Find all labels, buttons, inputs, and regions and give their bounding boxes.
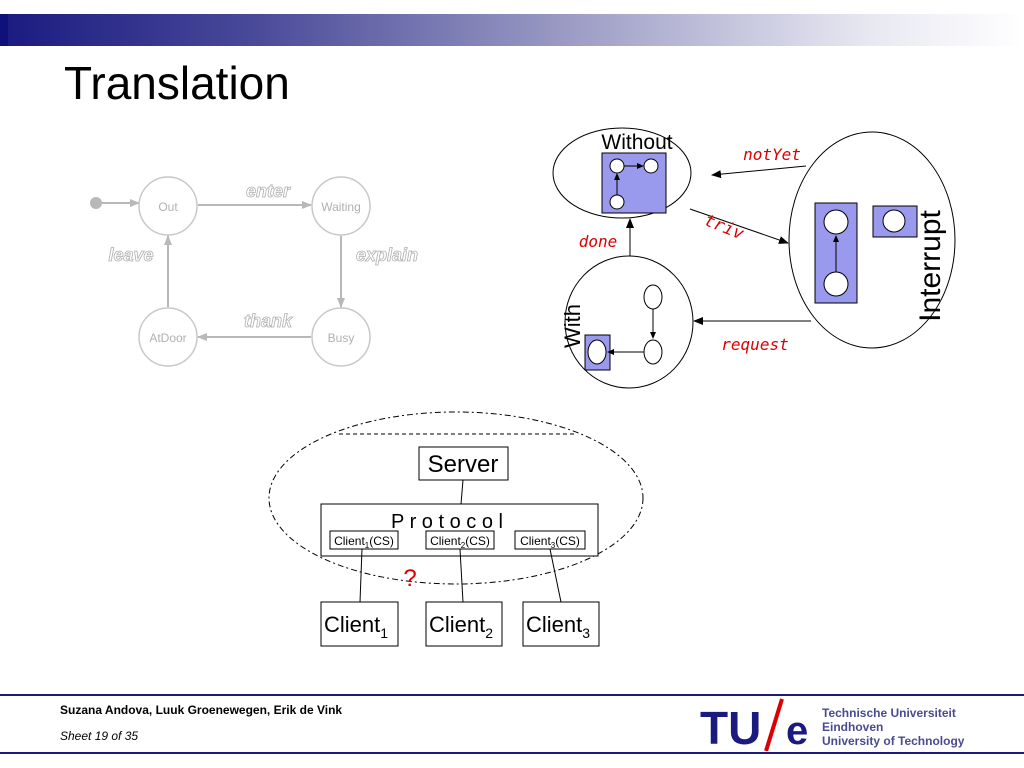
edge-triv-label: triv <box>701 210 747 244</box>
footer-divider-bottom <box>0 752 1024 754</box>
tue-logo-e: e <box>786 709 808 751</box>
client-label-3: Client3 <box>526 612 590 641</box>
without-state-a <box>609 158 625 174</box>
transition-explain-label: explain <box>356 245 418 265</box>
interrupt-state-c <box>882 209 906 233</box>
transition-leave-label: leave <box>108 245 153 265</box>
with-state-a <box>587 339 607 365</box>
tue-logo: TU e <box>700 698 808 751</box>
footer-divider-top <box>0 694 1024 696</box>
interrupt-state-a <box>823 209 849 235</box>
state-machine: Out Waiting Busy AtDoor enter explain th… <box>90 176 418 367</box>
client-cs-box-1 <box>329 530 399 550</box>
server-label: Server <box>428 451 499 478</box>
tue-name-line-3: University of Technology <box>822 734 965 748</box>
tue-logo-text: TU <box>700 702 761 751</box>
client-label-1: Client1 <box>324 612 388 641</box>
tue-logo-slash <box>764 698 784 751</box>
server-box <box>418 446 509 481</box>
question-mark: ? <box>403 565 416 592</box>
state-atdoor-label: AtDoor <box>149 331 186 345</box>
title-bar-gradient <box>0 14 1024 46</box>
client-cs-label-1: Client1(CS) <box>334 534 394 550</box>
client-cs-label-2: Client2(CS) <box>430 534 490 550</box>
state-waiting-label: Waiting <box>321 200 361 214</box>
interrupt-state-b <box>823 271 849 297</box>
footer-sheet-number: Sheet 19 of 35 <box>60 729 139 743</box>
footer-authors: Suzana Andova, Luuk Groenewegen, Erik de… <box>60 703 343 717</box>
transition-thank-label: thank <box>244 311 293 331</box>
state-busy <box>311 307 371 367</box>
edge-request-label: request <box>721 335 788 354</box>
state-waiting <box>311 176 371 236</box>
slide-title: Translation <box>64 57 290 109</box>
client-box-3 <box>522 601 600 647</box>
without-state-c <box>609 194 625 210</box>
edge-done-label: done <box>579 232 618 251</box>
edge-notyet-arrow <box>711 165 807 179</box>
state-busy-label: Busy <box>328 331 355 345</box>
client-box-1 <box>320 601 399 647</box>
edge-notyet-label: notYet <box>743 145 801 164</box>
transition-enter-label: enter <box>246 181 291 201</box>
tue-name-line-2: Eindhoven <box>822 720 884 734</box>
cluster-with-label: With <box>560 304 585 348</box>
client-cs-label-3: Client3(CS) <box>520 534 580 550</box>
cluster-interrupt-label: Interrupt <box>914 209 947 321</box>
protocol-label: P r o t o c o l <box>391 511 503 533</box>
client-link-1 <box>359 548 363 603</box>
client-link-2 <box>459 548 464 603</box>
server-link <box>460 479 464 505</box>
with-state-c <box>643 339 663 365</box>
title-bar-accent <box>0 14 8 46</box>
with-state-b <box>643 284 663 310</box>
client-box-2 <box>425 601 503 647</box>
cluster-without-label: Without <box>601 131 672 154</box>
without-state-b <box>643 158 659 174</box>
edge-triv-arrow <box>689 208 789 244</box>
client-label-2: Client2 <box>429 612 493 641</box>
cluster-diagram: Without Interrupt With notYet triv done <box>552 127 956 389</box>
protocol-diagram: Server P r o t o c o l Client1(CS) Clien… <box>268 411 644 647</box>
protocol-boundary <box>268 411 644 585</box>
state-out-label: Out <box>158 200 178 214</box>
tue-name-line-1: Technische Universiteit <box>822 706 956 720</box>
initial-state-dot <box>90 197 102 209</box>
client-link-3 <box>549 548 562 603</box>
